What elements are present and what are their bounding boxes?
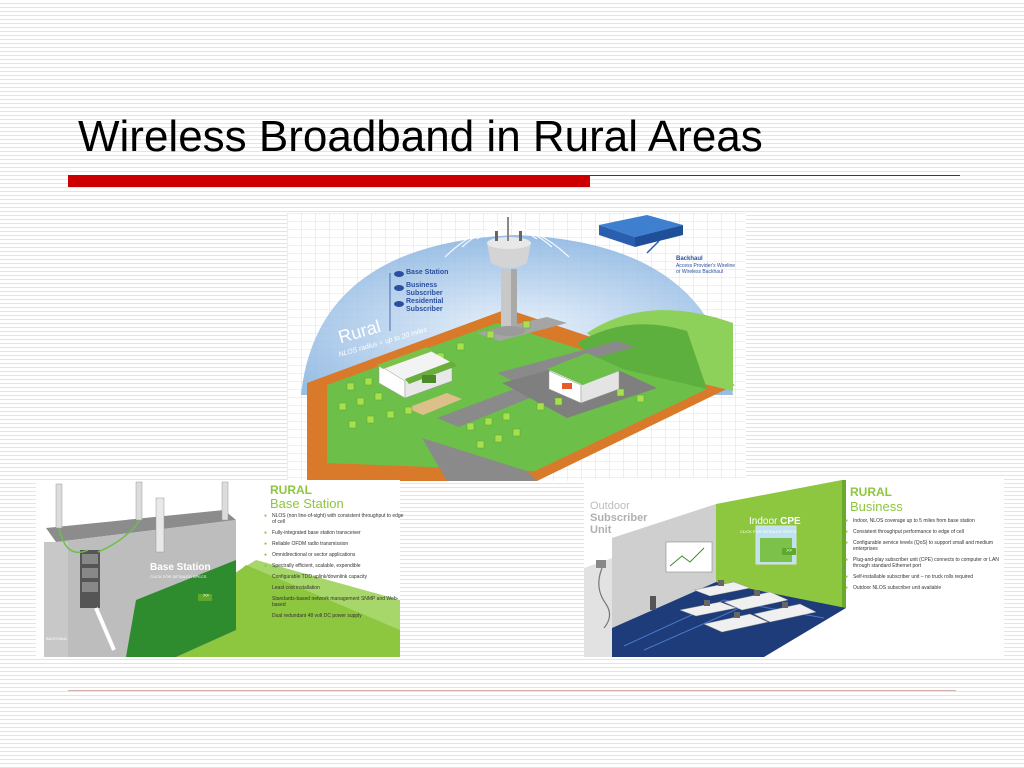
bullet-item: ● Standards-based network management SNMP… [264,596,406,608]
bullet-dot-icon: ● [264,613,268,619]
bullet-text: NLOS (non line-of-sight) with consistent… [272,513,404,525]
bullet-dot-icon: ● [845,540,849,546]
bullet-text: Indoor, NLOS coverage up to 5 miles from… [853,518,975,524]
outdoor-label-3: Unit [590,524,612,536]
bullet-item: ● Reliable OFDM radio transmission [264,541,406,547]
rural-coverage-diagram [287,213,746,481]
biz-heading-business: Business [850,499,903,514]
base-station-panel [36,480,400,657]
bullet-dot-icon: ● [845,585,849,591]
bullet-text: Outdoor NLOS subscriber unit available [853,585,942,591]
bullet-dot-icon: ● [264,585,268,591]
bullet-item: ● Configurable TDD uplink/downlink capaci… [264,574,406,580]
bullet-dot-icon: ● [264,596,268,602]
bullet-item: ● NLOS (non line-of-sight) with consisten… [264,513,406,525]
bs-bullet-list: ● NLOS (non line-of-sight) with consisten… [262,513,406,624]
bullet-item: ● Fully-integrated base station transceiv… [264,530,406,536]
biz-bullet-list: ● Indoor, NLOS coverage up to 5 miles fro… [843,518,1005,596]
bullet-dot-icon: ● [264,513,268,519]
backhaul-title: Backhaul [676,256,703,262]
indoor-cpe-title: Indoor CPE [749,516,801,527]
bullet-item: ● Outdoor NLOS subscriber unit available [845,585,1005,591]
indoor-cpe-details-button[interactable]: >> [786,548,792,554]
bullet-text: Dual redundant 48 volt DC power supply [272,613,362,619]
bullet-dot-icon: ● [264,574,268,580]
biz-heading-rural: RURAL [850,485,892,499]
bullet-item: ● Dual redundant 48 volt DC power supply [264,613,406,619]
bullet-text: Spectrally efficient, scalable, expendib… [272,563,361,569]
outdoor-label-1: Outdoor [590,500,630,512]
bullet-dot-icon: ● [264,552,268,558]
legend-base-station: Base Station [406,269,449,276]
bullet-text: Configurable service levels (QoS) to sup… [853,540,994,552]
bullet-item: ● Least cost installation [264,585,406,591]
indoor-cpe-title-2: CPE [780,516,801,527]
indoor-cpe-sub: CLICK FOR DETAILED SPECS [740,529,797,534]
title-underline-thin [590,175,960,176]
bullet-text: Standards-based network management SNMP … [272,596,399,608]
bullet-item: ● Consistent throughput performance to ed… [845,529,1005,535]
slide-title: Wireless Broadband in Rural Areas [78,112,763,161]
title-underline-red [68,175,590,187]
bullet-text: Consistent throughput performance to edg… [853,529,964,535]
bullet-dot-icon: ● [845,574,849,580]
bs-heading-base-station: Base Station [270,496,344,511]
bullet-dot-icon: ● [845,557,849,563]
bullet-item: ● Self-installable subscriber unit – no t… [845,574,1005,580]
bullet-text: Least cost installation [272,585,320,591]
business-cpe-panel [584,478,1004,657]
bullet-item: ● Omnidirectional or sector applications [264,552,406,558]
bullet-dot-icon: ● [845,518,849,524]
bullet-text: Fully-integrated base station transceive… [272,530,361,536]
bottom-rule [68,690,956,691]
bullet-dot-icon: ● [845,529,849,535]
bs-backhaul-label: BACKHAUL [46,636,68,641]
bullet-dot-icon: ● [264,541,268,547]
legend-residential-subscriber: Residential Subscriber [406,298,444,313]
bullet-text: Reliable OFDM radio transmission [272,541,349,547]
bs-heading-rural: RURAL [270,483,312,497]
bullet-item: ● Spectrally efficient, scalable, expendi… [264,563,406,569]
bullet-text: Plug-and-play subscriber unit (CPE) conn… [853,557,999,569]
bs-callout-sub: CLICK FOR DETAILED SPECS [150,574,207,579]
bs-details-button[interactable]: >> [203,593,209,599]
backhaul-desc-1: Access Provider's Wireline [676,263,736,269]
indoor-cpe-title-1: Indoor [749,516,778,527]
bs-callout-title: Base Station [150,562,211,573]
legend-business-subscriber: Business Subscriber [406,282,443,297]
bullet-text: Configurable TDD uplink/downlink capacit… [272,574,367,580]
bullet-dot-icon: ● [264,530,268,536]
bullet-text: Self-installable subscriber unit – no tr… [853,574,974,580]
bullet-item: ● Indoor, NLOS coverage up to 5 miles fro… [845,518,1005,524]
bullet-dot-icon: ● [264,563,268,569]
bullet-item: ● Configurable service levels (QoS) to su… [845,540,1005,552]
bullet-item: ● Plug-and-play subscriber unit (CPE) con… [845,557,1005,569]
bullet-text: Omnidirectional or sector applications [272,552,356,558]
outdoor-label-2: Subscriber [590,512,648,524]
backhaul-desc-2: or Wireless Backhaul [676,269,723,275]
